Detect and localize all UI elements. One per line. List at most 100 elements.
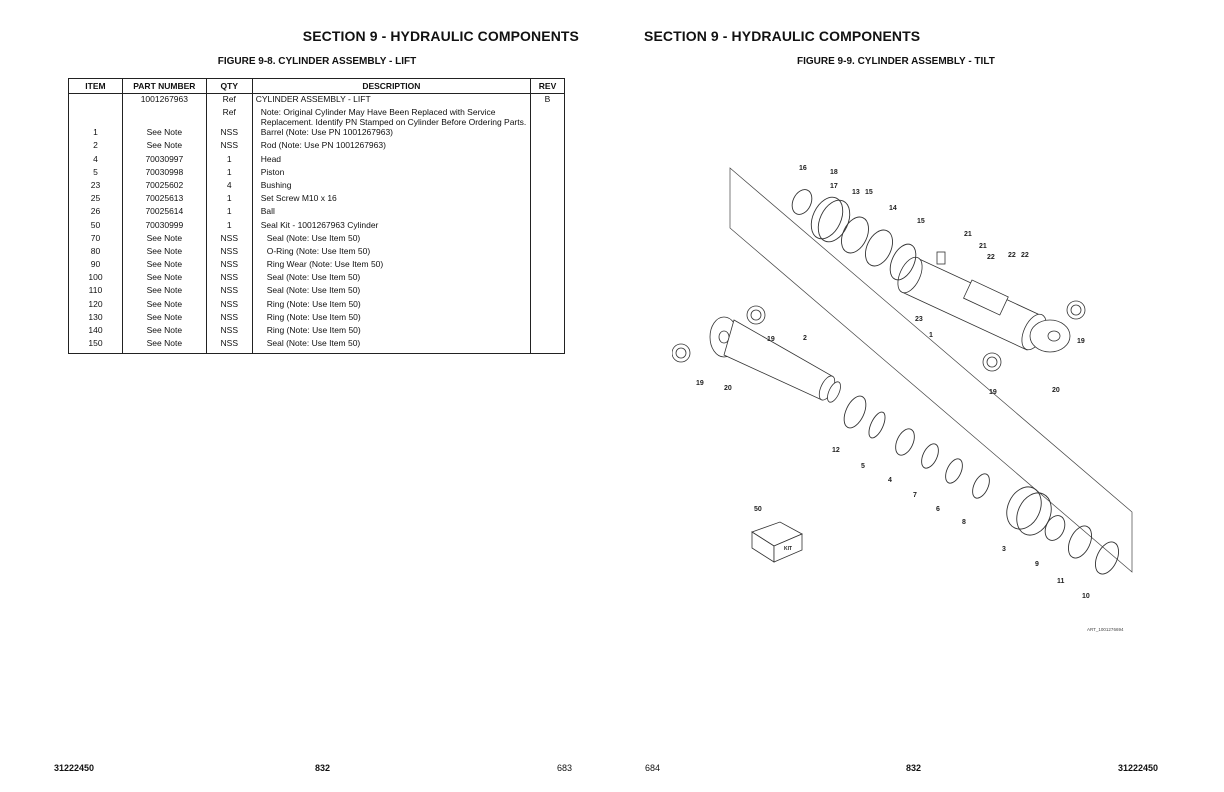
right-page: SECTION 9 - HYDRAULIC COMPONENTS FIGURE …	[612, 0, 1224, 792]
cell-rev: B	[530, 93, 565, 108]
callout: 22	[1008, 252, 1016, 259]
cell-description: Rod (Note: Use PN 1001267963)	[251, 140, 532, 154]
cell-rev	[530, 259, 565, 273]
callout: 20	[724, 385, 732, 392]
kit-label: KIT	[784, 546, 792, 552]
cell-description: Seal Kit - 1001267963 Cylinder	[251, 219, 532, 233]
cell-part-number: See Note	[121, 272, 207, 286]
callout: 4	[888, 477, 892, 484]
cell-item: 140	[68, 325, 123, 339]
cell-qty: Ref	[205, 107, 253, 128]
cell-part-number: See Note	[121, 298, 207, 312]
cell-qty: NSS	[205, 140, 253, 154]
header-part-number: PART NUMBER	[121, 78, 207, 94]
left-page: SECTION 9 - HYDRAULIC COMPONENTS FIGURE …	[54, 28, 579, 773]
section-title: SECTION 9 - HYDRAULIC COMPONENTS	[644, 28, 921, 44]
cell-rev	[530, 311, 565, 325]
cell-qty: NSS	[205, 298, 253, 312]
cell-description: Set Screw M10 x 16	[251, 193, 532, 207]
cell-item: 26	[68, 206, 123, 220]
cell-part-number: 1001267963	[121, 93, 207, 108]
cylinder-exploded-diagram: KIT 16 18 17 13 15 14 15 21 21 22 22 22 …	[672, 165, 1133, 632]
cell-part-number	[121, 107, 207, 128]
cell-description: Ring Wear (Note: Use Item 50)	[251, 259, 532, 273]
cell-qty: 1	[205, 153, 253, 167]
callout: 1	[929, 332, 933, 339]
cell-item: 100	[68, 272, 123, 286]
cell-description: Note: Original Cylinder May Have Been Re…	[251, 107, 532, 128]
footer-page-number: 684	[645, 763, 661, 773]
cell-item: 25	[68, 193, 123, 207]
cell-qty: 1	[205, 206, 253, 220]
cell-qty: NSS	[205, 311, 253, 325]
cell-qty: NSS	[205, 245, 253, 260]
callout: 19	[989, 389, 997, 396]
callout: 16	[799, 165, 807, 172]
cell-part-number: See Note	[121, 245, 207, 260]
cell-item	[68, 107, 123, 128]
cell-description: Seal (Note: Use Item 50)	[251, 232, 532, 246]
cell-part-number: See Note	[121, 285, 207, 299]
cell-rev	[530, 127, 565, 141]
cell-description: Piston	[251, 166, 532, 180]
callout: 22	[987, 254, 995, 261]
cell-rev	[530, 245, 565, 260]
cell-part-number: See Note	[121, 127, 207, 141]
cell-qty: NSS	[205, 338, 253, 354]
callout: 14	[889, 205, 897, 212]
cell-description: Ring (Note: Use Item 50)	[251, 325, 532, 339]
cell-item: 1	[68, 127, 123, 141]
bushing-illustrations	[672, 300, 1086, 372]
seal-kit-box	[751, 521, 803, 563]
cell-qty: NSS	[205, 127, 253, 141]
cell-item: 90	[68, 259, 123, 273]
callout: 3	[1002, 546, 1006, 553]
cell-description: Seal (Note: Use Item 50)	[251, 272, 532, 286]
cell-rev	[530, 219, 565, 233]
cell-rev	[530, 166, 565, 180]
cell-item: 150	[68, 338, 123, 354]
callout: 21	[964, 231, 972, 238]
callout: 6	[936, 506, 940, 513]
cell-qty: Ref	[205, 93, 253, 108]
cell-description: Seal (Note: Use Item 50)	[251, 338, 532, 354]
cell-rev	[530, 153, 565, 167]
cell-rev	[530, 298, 565, 312]
cell-qty: NSS	[205, 232, 253, 246]
callout: 2	[803, 335, 807, 342]
cell-description: Seal (Note: Use Item 50)	[251, 285, 532, 299]
figure-title: FIGURE 9-8. CYLINDER ASSEMBLY - LIFT	[217, 56, 417, 67]
cell-item: 50	[68, 219, 123, 233]
cell-qty: 1	[205, 193, 253, 207]
cell-rev	[530, 272, 565, 286]
callout: 19	[767, 336, 775, 343]
cell-qty: NSS	[205, 259, 253, 273]
cell-description: CYLINDER ASSEMBLY - LIFT	[251, 93, 532, 108]
cell-part-number: See Note	[121, 311, 207, 325]
cell-item: 70	[68, 232, 123, 246]
cell-part-number: See Note	[121, 259, 207, 273]
cell-part-number: 70030997	[121, 153, 207, 167]
bottom-seal-rings	[843, 395, 1120, 575]
callout: 20	[1052, 387, 1060, 394]
cell-qty: 1	[205, 219, 253, 233]
cell-part-number: See Note	[121, 140, 207, 154]
art-id: ART_1001276694	[1087, 627, 1124, 632]
callout: 23	[915, 316, 923, 323]
cell-item: 120	[68, 298, 123, 312]
callout: 15	[917, 218, 925, 225]
cell-item: 80	[68, 245, 123, 260]
cell-description: Head	[251, 153, 532, 167]
callout: 13	[852, 189, 860, 196]
callout: 7	[913, 492, 917, 499]
